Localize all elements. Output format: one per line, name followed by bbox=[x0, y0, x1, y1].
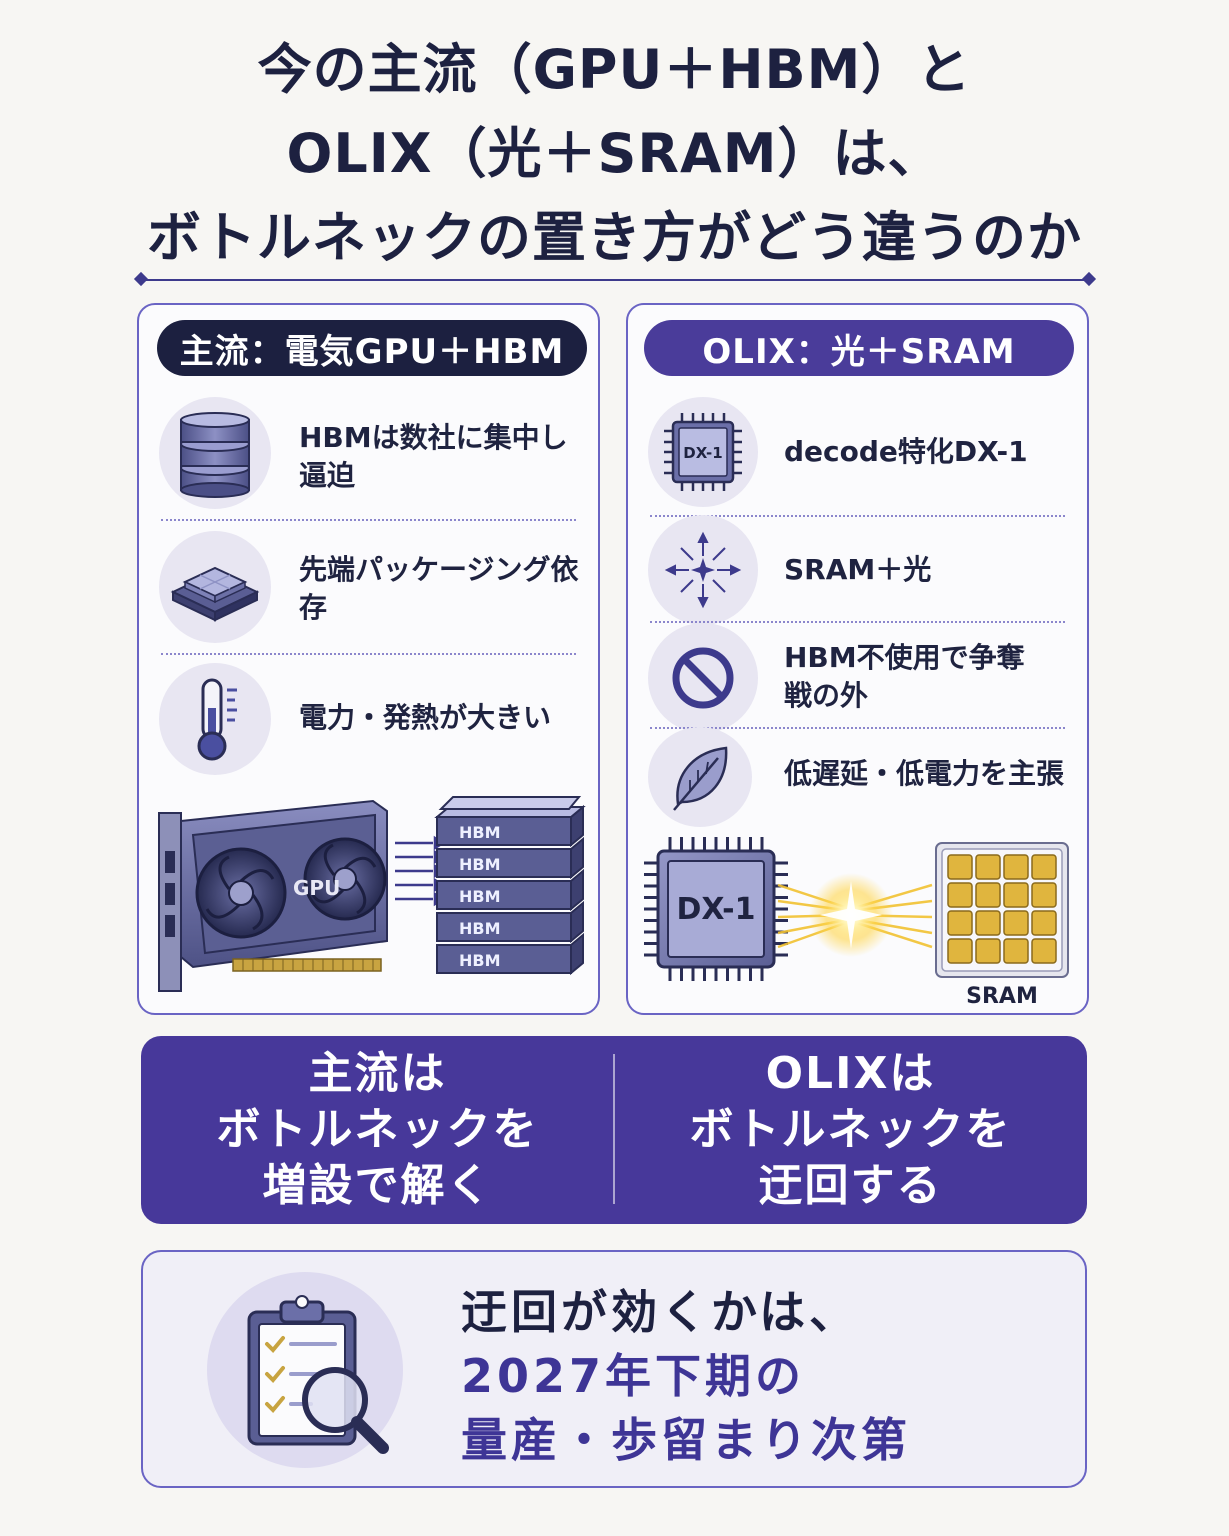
chip-icon-label: DX-1 bbox=[683, 444, 722, 462]
hbm-layer-label: HBM bbox=[459, 951, 501, 970]
page-title: 今の主流（GPU＋HBM）と OLIX（光＋SRAM）は、 ボトルネックの置き方… bbox=[0, 28, 1229, 280]
banner-olix: OLIXは ボトルネックを 迂回する bbox=[614, 1036, 1087, 1224]
conclusion-line-3: 量産・歩留まり次第 bbox=[461, 1413, 911, 1467]
conclusion-text: 迂回が効くかは、 2027年下期の 量産・歩留まり次第 bbox=[461, 1280, 911, 1472]
conclusion-line-2: 2027年下期の bbox=[461, 1349, 806, 1403]
gpu-hbm-illustration: GPU bbox=[158, 799, 446, 992]
chip-icon: DX-1 bbox=[648, 397, 758, 507]
chip-package-icon bbox=[159, 531, 271, 643]
conclusion-line-1: 迂回が効くかは、 bbox=[461, 1285, 860, 1339]
banner-line: ボトルネックを bbox=[689, 1104, 1012, 1155]
hbm-layer-label: HBM bbox=[459, 887, 501, 906]
dx1-sram-illustration: DX-1 SRAM bbox=[644, 837, 1069, 1009]
hbm-stack-illustration: HBM HBM HBM HBM HBM bbox=[434, 796, 586, 976]
item-separator bbox=[161, 653, 576, 655]
sram-label: SRAM bbox=[966, 984, 1038, 1009]
mainstream-header: 主流：電気GPU＋HBM bbox=[157, 320, 587, 376]
olix-item-label: decode特化DX-1 bbox=[784, 435, 1028, 468]
database-stack-icon bbox=[159, 397, 271, 509]
olix-item-sram-light: SRAM＋光 bbox=[628, 515, 1087, 625]
conclusion-box: 迂回が効くかは、 2027年下期の 量産・歩留まり次第 bbox=[141, 1250, 1087, 1488]
mainstream-item-label: 電力・発熱が大きい bbox=[299, 701, 552, 734]
banner-line: 増設で解く bbox=[262, 1160, 493, 1211]
mainstream-item-label: 先端パッケージング依存 bbox=[299, 553, 579, 624]
item-separator bbox=[650, 621, 1065, 623]
olix-panel: OLIX：光＋SRAM DX-1 decode特化DX-1 bbox=[626, 303, 1089, 1015]
comparison-banner: 主流は ボトルネックを 増設で解く OLIXは ボトルネックを 迂回する bbox=[141, 1036, 1087, 1224]
clipboard-magnifier-icon bbox=[207, 1272, 403, 1468]
olix-item-no-hbm: HBM不使用で争奪戦の外 bbox=[628, 623, 1087, 733]
olix-item-dx1: DX-1 decode特化DX-1 bbox=[628, 397, 1087, 507]
title-divider bbox=[140, 279, 1090, 281]
light-burst-icon bbox=[648, 515, 758, 625]
leaf-icon bbox=[648, 727, 752, 827]
prohibited-icon bbox=[648, 623, 758, 733]
mainstream-item-hbm: HBMは数社に集中し逼迫 bbox=[139, 397, 598, 509]
olix-item-label: 低遅延・低電力を主張 bbox=[784, 757, 1065, 790]
olix-item-low-latency: 低遅延・低電力を主張 bbox=[628, 727, 1087, 837]
banner-line: 主流は bbox=[308, 1048, 447, 1099]
olix-item-label: SRAM＋光 bbox=[784, 553, 932, 586]
gpu-label: GPU bbox=[293, 876, 340, 900]
mainstream-item-packaging: 先端パッケージング依存 bbox=[139, 531, 598, 643]
title-line-2: OLIX（光＋SRAM）は、 bbox=[286, 122, 943, 185]
mainstream-item-power: 電力・発熱が大きい bbox=[139, 663, 598, 775]
olix-header: OLIX：光＋SRAM bbox=[644, 320, 1074, 376]
title-line-3: ボトルネックの置き方がどう違うのか bbox=[147, 206, 1082, 269]
hbm-layer-label: HBM bbox=[459, 855, 501, 874]
banner-line: OLIXは bbox=[765, 1048, 936, 1099]
hbm-layer-label: HBM bbox=[459, 823, 501, 842]
item-separator bbox=[161, 519, 576, 521]
banner-divider bbox=[613, 1054, 615, 1204]
item-separator bbox=[650, 515, 1065, 517]
dx1-chip-label: DX-1 bbox=[677, 892, 756, 927]
hbm-layer-label: HBM bbox=[459, 919, 501, 938]
banner-line: ボトルネックを bbox=[216, 1104, 539, 1155]
olix-item-label: HBM不使用で争奪戦の外 bbox=[784, 641, 1025, 712]
title-line-1: 今の主流（GPU＋HBM）と bbox=[257, 38, 972, 101]
mainstream-item-label: HBMは数社に集中し逼迫 bbox=[299, 421, 568, 492]
mainstream-panel: 主流：電気GPU＋HBM HBMは数社に集中し逼迫 bbox=[137, 303, 600, 1015]
banner-mainstream: 主流は ボトルネックを 増設で解く bbox=[141, 1036, 614, 1224]
thermometer-icon bbox=[159, 663, 271, 775]
item-separator bbox=[650, 727, 1065, 729]
banner-line: 迂回する bbox=[758, 1160, 943, 1211]
